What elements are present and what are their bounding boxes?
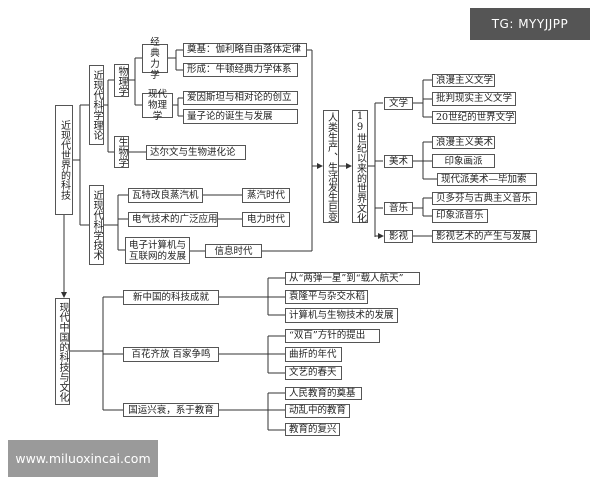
classical-mechanics-node: 经典力学 (142, 37, 168, 81)
culture-item: 影视艺术的产生与发展 (432, 230, 537, 243)
relativity-node: 爱因斯坦与相对论的创立 (183, 91, 298, 105)
technology-node: 近现代科学技术 (89, 185, 104, 265)
china-item: 计算机与生物技术的发展 (285, 308, 398, 323)
culture-item: 浪漫主义文学 (432, 74, 495, 87)
steam-era-node: 蒸汽时代 (242, 188, 290, 203)
music-node: 音乐 (384, 202, 413, 215)
information-era-node: 信息时代 (205, 244, 262, 258)
china-item: 动乱中的教育 (285, 404, 350, 418)
physics-node: 物理学 (114, 64, 129, 97)
education-node: 国运兴衰，系于教育 (123, 403, 219, 417)
art-node: 美术 (384, 155, 413, 168)
china-item: 人民教育的奠基 (285, 387, 362, 400)
watermark-top: TG: MYYJJPP (470, 8, 590, 40)
hundred-flowers-node: 百花齐放 百家争鸣 (123, 347, 219, 362)
china-item: 从“两弹一星”到“载人航天” (285, 272, 420, 285)
culture-node: 19世纪以来的世界文化 (352, 110, 368, 223)
galileo-node: 奠基：伽利略自由落体定律 (183, 43, 307, 57)
darwin-node: 达尔文与生物进化论 (146, 145, 246, 160)
china-item: “双百”方针的提出 (285, 329, 380, 343)
computer-internet-node: 电子计算机与互联网的发展 (125, 237, 190, 264)
culture-item: 印象派音乐 (432, 209, 488, 223)
newton-node: 形成：牛顿经典力学体系 (183, 63, 298, 77)
china-node: 现代中国的科技与文化 (55, 298, 70, 405)
china-item: 曲折的年代 (285, 347, 342, 362)
watermark-bottom: www.miluoxincai.com (8, 440, 158, 477)
culture-item: 20世纪的世界文学 (432, 111, 516, 124)
modern-physics-node: 现代物理学 (142, 89, 173, 122)
china-item: 教育的复兴 (285, 423, 340, 436)
culture-item: 浪漫主义美术 (432, 136, 495, 149)
theory-node: 近现代科学理论 (89, 65, 104, 145)
film-node: 影视 (384, 230, 413, 243)
china-tech-node: 新中国的科技成就 (123, 290, 219, 305)
electric-node: 电气技术的广泛应用 (128, 212, 218, 227)
electric-era-node: 电力时代 (242, 212, 290, 227)
china-item: 袁隆平与杂交水稻 (285, 290, 368, 304)
root-node: 近现代世界的科技 (55, 105, 73, 215)
culture-item: 现代派美术—毕加索 (437, 173, 537, 186)
literature-node: 文学 (384, 97, 413, 110)
china-item: 文艺的春天 (285, 366, 342, 380)
culture-item: 印象画派 (432, 154, 495, 168)
quantum-node: 量子论的诞生与发展 (183, 109, 298, 124)
culture-item: 贝多芬与古典主义音乐 (432, 192, 537, 205)
change-node: 人类生产、生活发生巨变 (323, 110, 339, 223)
steam-engine-node: 瓦特改良蒸汽机 (128, 188, 203, 203)
biology-node: 生物学 (114, 136, 129, 168)
culture-item: 批判现实主义文学 (432, 92, 516, 106)
